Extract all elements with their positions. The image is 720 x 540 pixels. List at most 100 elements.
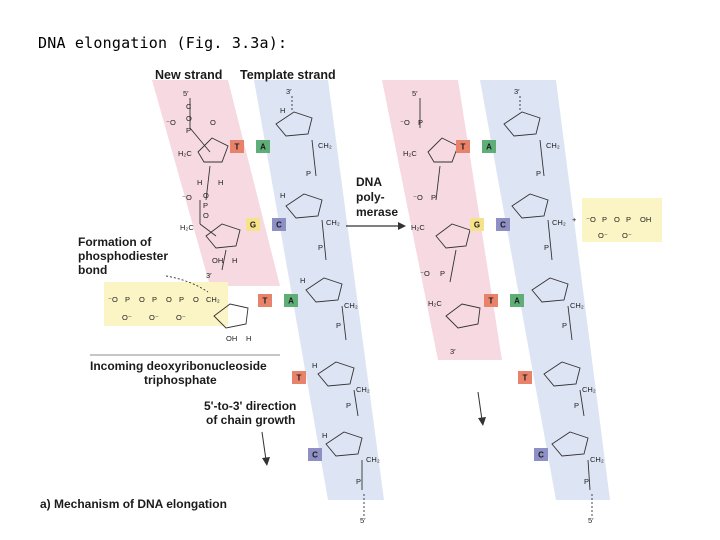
left-new-base-T-0: T — [230, 140, 244, 153]
svg-text:C: C — [186, 102, 192, 111]
svg-text:O: O — [193, 295, 199, 304]
svg-text:P: P — [356, 477, 361, 486]
svg-text:P: P — [336, 321, 341, 330]
svg-text:P: P — [544, 243, 549, 252]
svg-text:+: + — [572, 215, 577, 224]
svg-text:A: A — [514, 297, 520, 306]
svg-text:P: P — [626, 215, 631, 224]
svg-text:⁻O: ⁻O — [166, 118, 176, 127]
svg-text:⁻O: ⁻O — [413, 193, 423, 202]
left-template-base-A-0: A — [256, 140, 270, 153]
right-template-strand-structure — [503, 96, 593, 516]
svg-text:5′: 5′ — [360, 516, 366, 525]
direction-label-line1: 5'-to-3' direction — [204, 399, 296, 413]
figure-caption: a) Mechanism of DNA elongation — [40, 497, 227, 511]
svg-text:O⁻: O⁻ — [122, 313, 132, 322]
released-pyrophosphate-box — [582, 198, 662, 242]
svg-text:P: P — [584, 477, 589, 486]
svg-text:CH₂: CH₂ — [206, 295, 220, 304]
svg-text:O⁻: O⁻ — [149, 313, 159, 322]
svg-text:P: P — [318, 243, 323, 252]
svg-text:5′: 5′ — [412, 89, 418, 98]
svg-text:O: O — [186, 114, 192, 123]
svg-text:⁻O: ⁻O — [586, 215, 596, 224]
svg-text:C: C — [312, 451, 318, 460]
svg-text:O: O — [139, 295, 145, 304]
left-template-base-C-unpaired-1: C — [308, 448, 322, 461]
svg-text:O⁻: O⁻ — [176, 313, 186, 322]
formation-label-line1: Formation of — [78, 235, 152, 249]
formation-label-line2: phosphodiester — [78, 249, 168, 263]
svg-text:H₂C: H₂C — [180, 223, 194, 232]
svg-text:OH: OH — [640, 215, 651, 224]
incoming-label-line2: triphosphate — [144, 373, 217, 387]
svg-text:P: P — [346, 401, 351, 410]
svg-text:5′: 5′ — [588, 516, 594, 525]
formation-label-line3: bond — [78, 263, 107, 277]
svg-text:O: O — [210, 118, 216, 127]
right-new-strand-band — [382, 80, 502, 360]
svg-text:O⁻: O⁻ — [622, 231, 632, 240]
polymerase-label-line1: DNA — [356, 175, 382, 189]
polymerase-label-line3: merase — [356, 205, 398, 219]
right-template-base-A-0: A — [482, 140, 496, 153]
svg-text:3′: 3′ — [514, 87, 520, 96]
svg-text:⁻O: ⁻O — [182, 193, 192, 202]
left-template-base-C-1: C — [272, 218, 286, 231]
new-strand-label: New strand — [155, 68, 222, 82]
svg-text:OH: OH — [212, 256, 223, 265]
template-strand-label: Template strand — [240, 68, 336, 82]
svg-text:CH₂: CH₂ — [318, 141, 332, 150]
direction-label-line2: of chain growth — [206, 413, 295, 427]
svg-text:C: C — [276, 221, 282, 230]
right-new-strand-atoms: 5′ ⁻O P H₂C ⁻O P H₂C ⁻O P H₂C 3′ — [400, 89, 456, 356]
right-template-base-T-unpaired-0: T — [518, 371, 532, 384]
svg-text:A: A — [288, 297, 294, 306]
svg-text:H: H — [280, 106, 285, 115]
svg-text:⁻O: ⁻O — [108, 295, 118, 304]
incoming-label-line1: Incoming deoxyribonucleoside — [90, 359, 267, 373]
svg-text:H: H — [300, 276, 305, 285]
svg-text:G: G — [250, 221, 256, 230]
left-template-base-T-unpaired-0: T — [292, 371, 306, 384]
svg-text:3′: 3′ — [286, 87, 292, 96]
svg-text:P: P — [203, 201, 208, 210]
right-new-strand-structure — [419, 98, 481, 329]
svg-text:P: P — [186, 126, 191, 135]
right-template-strand-atoms: 3′ CH₂ P CH₂ P CH₂ P CH₂ P CH₂ P 5′ — [514, 87, 604, 525]
right-template-base-A-2: A — [510, 294, 524, 307]
svg-text:CH₂: CH₂ — [344, 301, 358, 310]
incoming-triphosphate-structure: ⁻O P O P O P O CH₂ O⁻ O⁻ O⁻ — [108, 295, 220, 322]
svg-text:O⁻: O⁻ — [598, 231, 608, 240]
svg-text:P: P — [536, 169, 541, 178]
svg-text:A: A — [260, 143, 266, 152]
svg-text:H: H — [246, 334, 251, 343]
svg-text:O: O — [614, 215, 620, 224]
released-pyrophosphate-structure: + ⁻O P O P OH O⁻ O⁻ — [572, 215, 651, 240]
svg-text:P: P — [562, 321, 567, 330]
svg-text:T: T — [523, 374, 528, 383]
right-template-base-C-unpaired-1: C — [534, 448, 548, 461]
svg-text:T: T — [297, 374, 302, 383]
svg-text:H: H — [197, 178, 202, 187]
svg-text:⁻O: ⁻O — [400, 118, 410, 127]
svg-text:P: P — [179, 295, 184, 304]
svg-text:O: O — [203, 211, 209, 220]
slide-title: DNA elongation (Fig. 3.3a): — [38, 34, 288, 52]
svg-text:T: T — [489, 297, 494, 306]
polymerase-annotation: DNA poly- merase — [346, 175, 406, 230]
right-template-strand-band — [480, 80, 610, 500]
right-template-base-C-1: C — [496, 218, 510, 231]
incoming-annotation: Incoming deoxyribonucleoside triphosphat… — [90, 354, 280, 387]
svg-text:3′: 3′ — [206, 271, 212, 280]
svg-text:CH₂: CH₂ — [582, 385, 596, 394]
svg-text:H₂C: H₂C — [428, 299, 442, 308]
svg-text:CH₂: CH₂ — [570, 301, 584, 310]
left-template-base-A-2: A — [284, 294, 298, 307]
left-new-strand-structure — [189, 98, 249, 329]
svg-text:CH₂: CH₂ — [366, 455, 380, 464]
left-template-strand-band — [254, 80, 384, 500]
right-new-base-T-2: T — [484, 294, 498, 307]
